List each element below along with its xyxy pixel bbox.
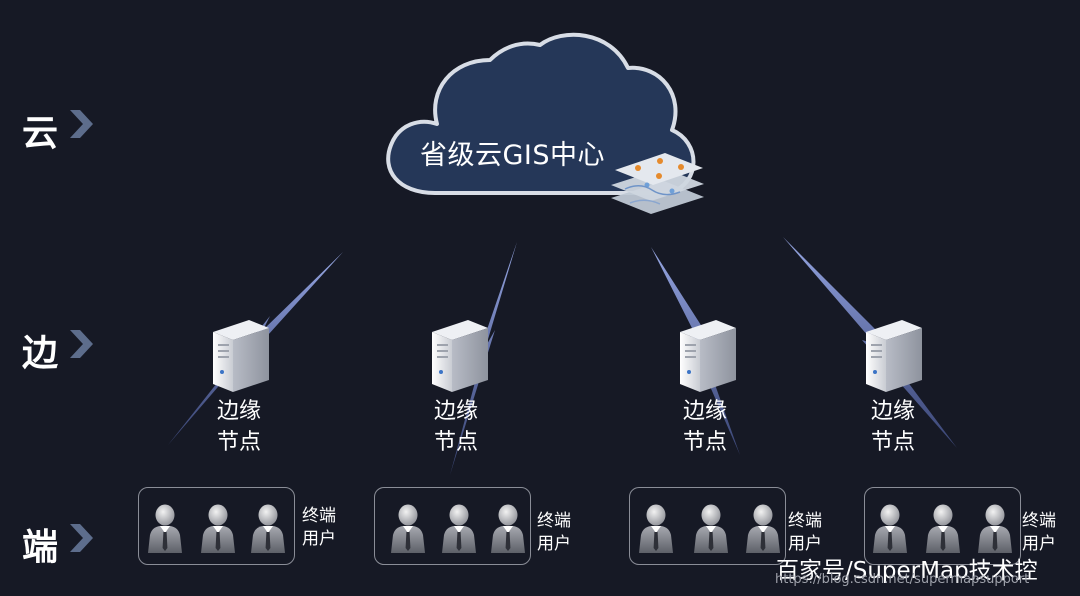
watermark-author: 百家号/SuperMap技术控 — [776, 558, 1038, 584]
user-group-box-3 — [629, 487, 786, 565]
edge-node-3-line1: 边缘 — [682, 399, 727, 424]
edge-node-label-2: 边缘 节点 — [426, 396, 486, 458]
user-group-3-line1: 终端 — [788, 511, 822, 531]
user-group-4-line2: 用户 — [1022, 534, 1056, 554]
edge-node-label-1: 边缘 节点 — [209, 396, 269, 458]
edge-server-icon-2 — [432, 320, 488, 392]
tier-edge-text: 边 — [22, 333, 59, 374]
user-group-box-1 — [138, 487, 295, 565]
tier-label-cloud: 云 — [22, 104, 58, 156]
user-group-box-4 — [864, 487, 1021, 565]
edge-server-icon-4 — [866, 320, 922, 392]
edge-server-icon-3 — [680, 320, 736, 392]
edge-node-4-line1: 边缘 — [870, 399, 915, 424]
cloud-shape — [386, 32, 696, 195]
watermark-url: https://blog.csdn.net/supermapsupport — [775, 572, 1030, 587]
user-group-1-line1: 终端 — [302, 506, 336, 526]
tier-label-edge: 边 — [22, 324, 58, 376]
edge-node-label-4: 边缘 节点 — [863, 396, 923, 458]
user-group-box-2 — [374, 487, 531, 565]
map-layers-icon — [611, 153, 704, 214]
edge-node-2-line2: 节点 — [433, 430, 478, 455]
tier-cloud-text: 云 — [22, 113, 59, 154]
user-group-4-line1: 终端 — [1022, 511, 1056, 531]
edge-node-1-line1: 边缘 — [216, 399, 261, 424]
edge-node-4-line2: 节点 — [870, 430, 915, 455]
edge-node-2-line1: 边缘 — [433, 399, 478, 424]
user-group-label-2: 终端 用户 — [537, 510, 577, 556]
user-group-2-line2: 用户 — [537, 534, 571, 554]
connection-bolts — [168, 237, 957, 475]
edge-node-label-3: 边缘 节点 — [675, 396, 735, 458]
tier-terminal-text: 端 — [22, 527, 59, 568]
cloud-title: 省级云GIS中心 — [420, 140, 606, 171]
user-group-2-line1: 终端 — [537, 511, 571, 531]
edge-server-icon-1 — [213, 320, 269, 392]
tier-chevrons — [70, 110, 93, 552]
user-group-label-4: 终端 用户 — [1022, 510, 1062, 556]
edge-node-1-line2: 节点 — [216, 430, 261, 455]
user-group-3-line2: 用户 — [788, 534, 822, 554]
edge-node-3-line2: 节点 — [682, 430, 727, 455]
user-group-label-3: 终端 用户 — [788, 510, 828, 556]
tier-label-terminal: 端 — [22, 518, 58, 570]
user-group-label-1: 终端 用户 — [302, 505, 342, 551]
user-group-1-line2: 用户 — [302, 529, 336, 549]
